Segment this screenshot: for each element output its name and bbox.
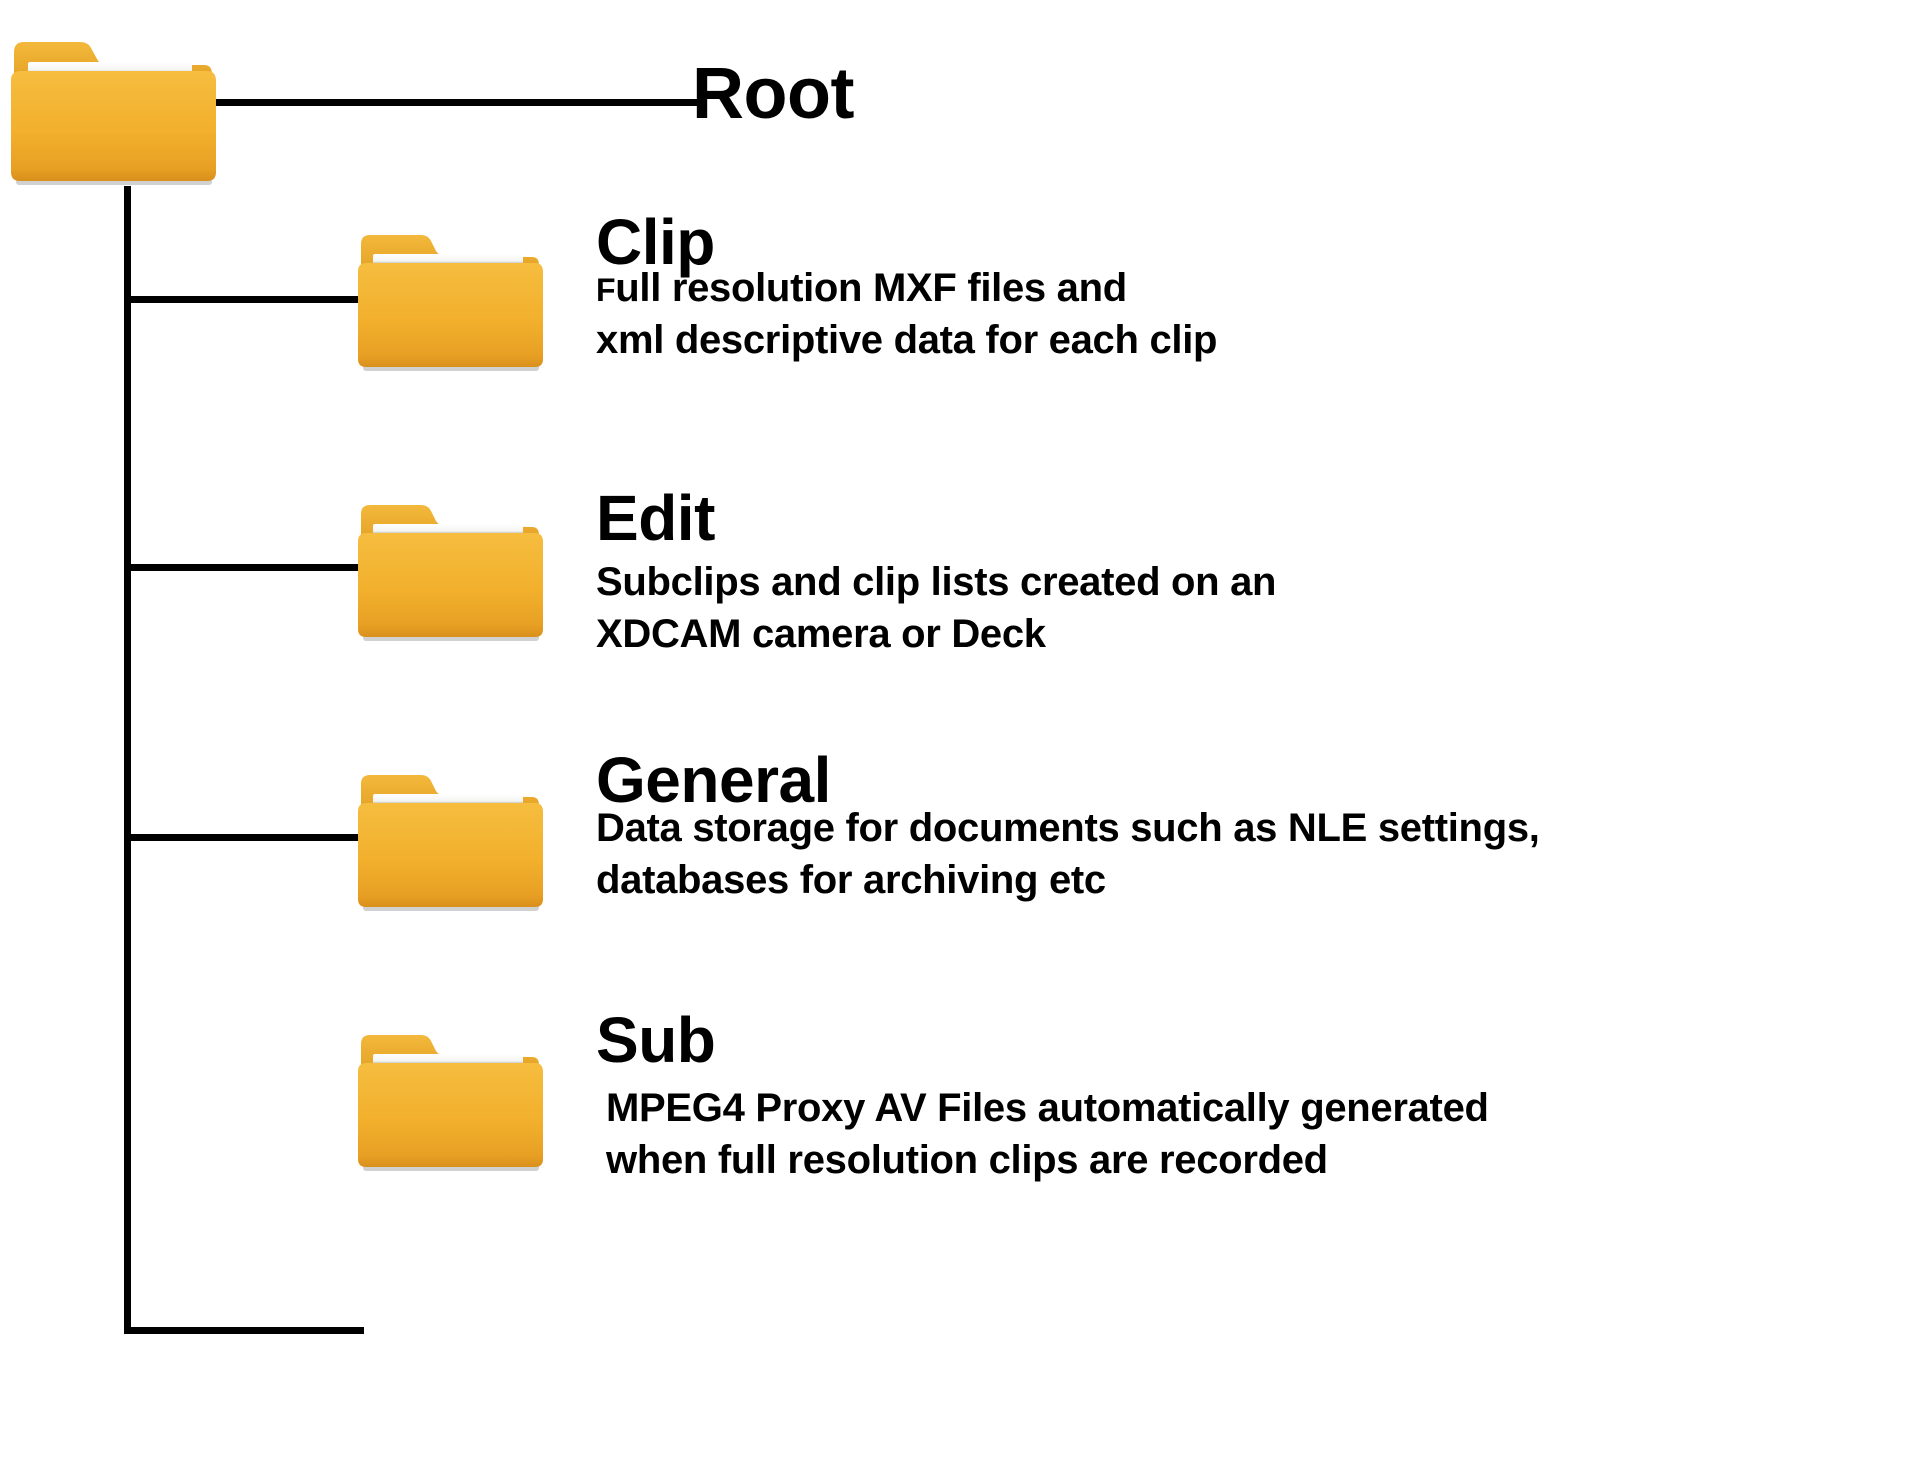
connector-trunk (124, 186, 131, 1334)
connector-branch-general (124, 834, 364, 841)
sub-description-line-2: when full resolution clips are recorded (606, 1138, 1328, 1182)
clip-desc-leading-cap: F (596, 272, 616, 308)
edit-description-line-2: XDCAM camera or Deck (596, 612, 1046, 656)
general-description-line-1: Data storage for documents such as NLE s… (596, 806, 1540, 850)
folder-icon-edit[interactable] (355, 488, 547, 643)
connector-root-label (200, 99, 705, 106)
folder-icon-root[interactable] (8, 22, 220, 187)
clip-desc-line1-rest: ull resolution MXF files and (615, 266, 1127, 310)
connector-branch-sub (124, 1327, 364, 1334)
edit-description: Subclips and clip lists created on an XD… (596, 556, 1277, 660)
clip-description-line-2: xml descriptive data for each clip (596, 318, 1218, 362)
connector-branch-clip (124, 296, 364, 303)
sub-description: MPEG4 Proxy AV Files automatically gener… (606, 1082, 1489, 1186)
sub-label: Sub (596, 1004, 716, 1076)
edit-label: Edit (596, 482, 715, 554)
clip-description: Full resolution MXF files and xml descri… (596, 262, 1217, 366)
folder-icon-general[interactable] (355, 758, 547, 913)
edit-description-line-1: Subclips and clip lists created on an (596, 560, 1277, 604)
root-label: Root (692, 54, 854, 134)
sub-description-line-1: MPEG4 Proxy AV Files automatically gener… (606, 1086, 1489, 1130)
folder-icon-sub[interactable] (355, 1018, 547, 1173)
general-description-line-2: databases for archiving etc (596, 858, 1106, 902)
clip-description-line-1: Full resolution MXF files and (596, 262, 1217, 314)
general-label: General (596, 744, 831, 816)
folder-icon-clip[interactable] (355, 218, 547, 373)
connector-branch-edit (124, 564, 364, 571)
clip-label: Clip (596, 206, 715, 278)
general-description: Data storage for documents such as NLE s… (596, 802, 1540, 906)
